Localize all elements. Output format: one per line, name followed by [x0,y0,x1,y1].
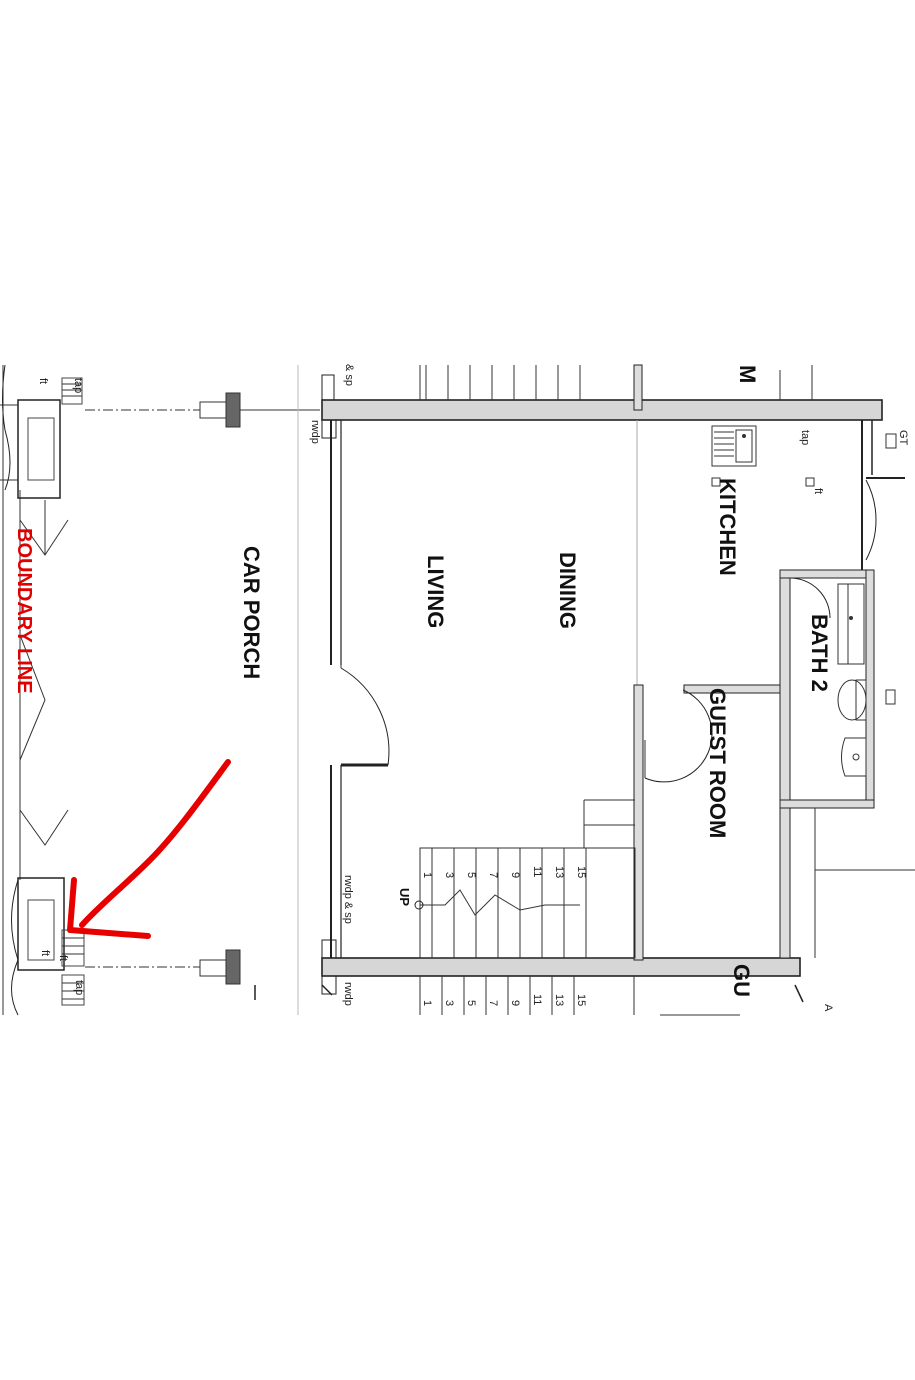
stair-number: 1 [421,872,433,878]
room-label-guest-room: GUEST ROOM [705,688,730,838]
window-marker [885,689,896,705]
stair-up-label: UP [397,888,412,906]
stair-number: 5 [465,1000,477,1006]
gate-line-top [85,392,320,428]
red-arrow-annotation [67,759,231,939]
room-label-dining: DINING [555,552,580,629]
room-label-living: LIVING [423,555,448,628]
sp-label-top: & sp [343,364,355,386]
gate-post-top [0,364,83,499]
room-label-kitchen: KITCHEN [715,478,740,576]
direction-mark-3 [794,984,804,1003]
staircase-lower [419,976,740,1016]
staircase [414,799,636,959]
boundary-line-label: BOUNDARY LINE [13,528,35,694]
room-label-partial-top: M [735,365,760,383]
shower-icon [837,583,865,665]
stair-number: 15 [575,866,587,878]
gate-post-bottom [11,877,85,1016]
stair-number: 3 [443,1000,455,1006]
rwdp-sp-label-bottom: rwdp & sp [342,875,354,924]
stair-number: 15 [575,994,587,1006]
basin-icon [841,737,867,777]
ft-label-bottom-2: ft [57,955,69,961]
stair-number: 7 [487,872,499,878]
ft-label-top-1: ft [37,378,49,384]
stair-number: 11 [531,866,543,877]
stair-number: 9 [509,872,521,878]
rwdp-label-bottom: rwdp [342,982,354,1006]
kitchen-sink-icon [711,425,757,467]
boundary-fence [2,365,69,1015]
toilet-icon [837,679,867,721]
room-label-bath-2: BATH 2 [807,614,832,692]
stair-numbers-upper: 1 3 5 7 9 11 13 15 [421,866,587,878]
kitchen-ft-box [711,477,721,487]
tap-label-top: tap [72,378,84,393]
tap-label-bottom: tap [73,980,85,995]
doors [340,477,905,783]
gt-box [885,433,897,449]
stair-numbers-lower: 1 3 5 7 9 11 13 15 [421,994,587,1006]
kitchen-ft-label: ft [812,488,824,494]
stair-number: 3 [443,872,455,878]
upper-stair-lines [425,365,581,400]
stair-number: 1 [421,1000,433,1006]
gate-line-bottom [85,949,241,985]
direction-mark-2 [321,984,333,996]
stair-number: 11 [531,994,543,1005]
kitchen-tap-label: tap [799,430,811,445]
stair-number: 13 [553,994,565,1006]
kitchen-ft-box-2 [805,477,815,487]
house-walls [321,364,915,995]
room-label-partial-bottom: GU [729,964,754,997]
edge-a-label: A [822,1004,834,1012]
rwdp-label-top: rwdp [309,420,321,444]
stair-number: 7 [487,1000,499,1006]
gt-label: GT [897,430,909,446]
stair-number: 9 [509,1000,521,1006]
room-label-car-porch: CAR PORCH [239,546,264,679]
stair-number: 5 [465,872,477,878]
stair-number: 13 [553,866,565,878]
ft-label-bottom-1: ft [39,950,51,956]
